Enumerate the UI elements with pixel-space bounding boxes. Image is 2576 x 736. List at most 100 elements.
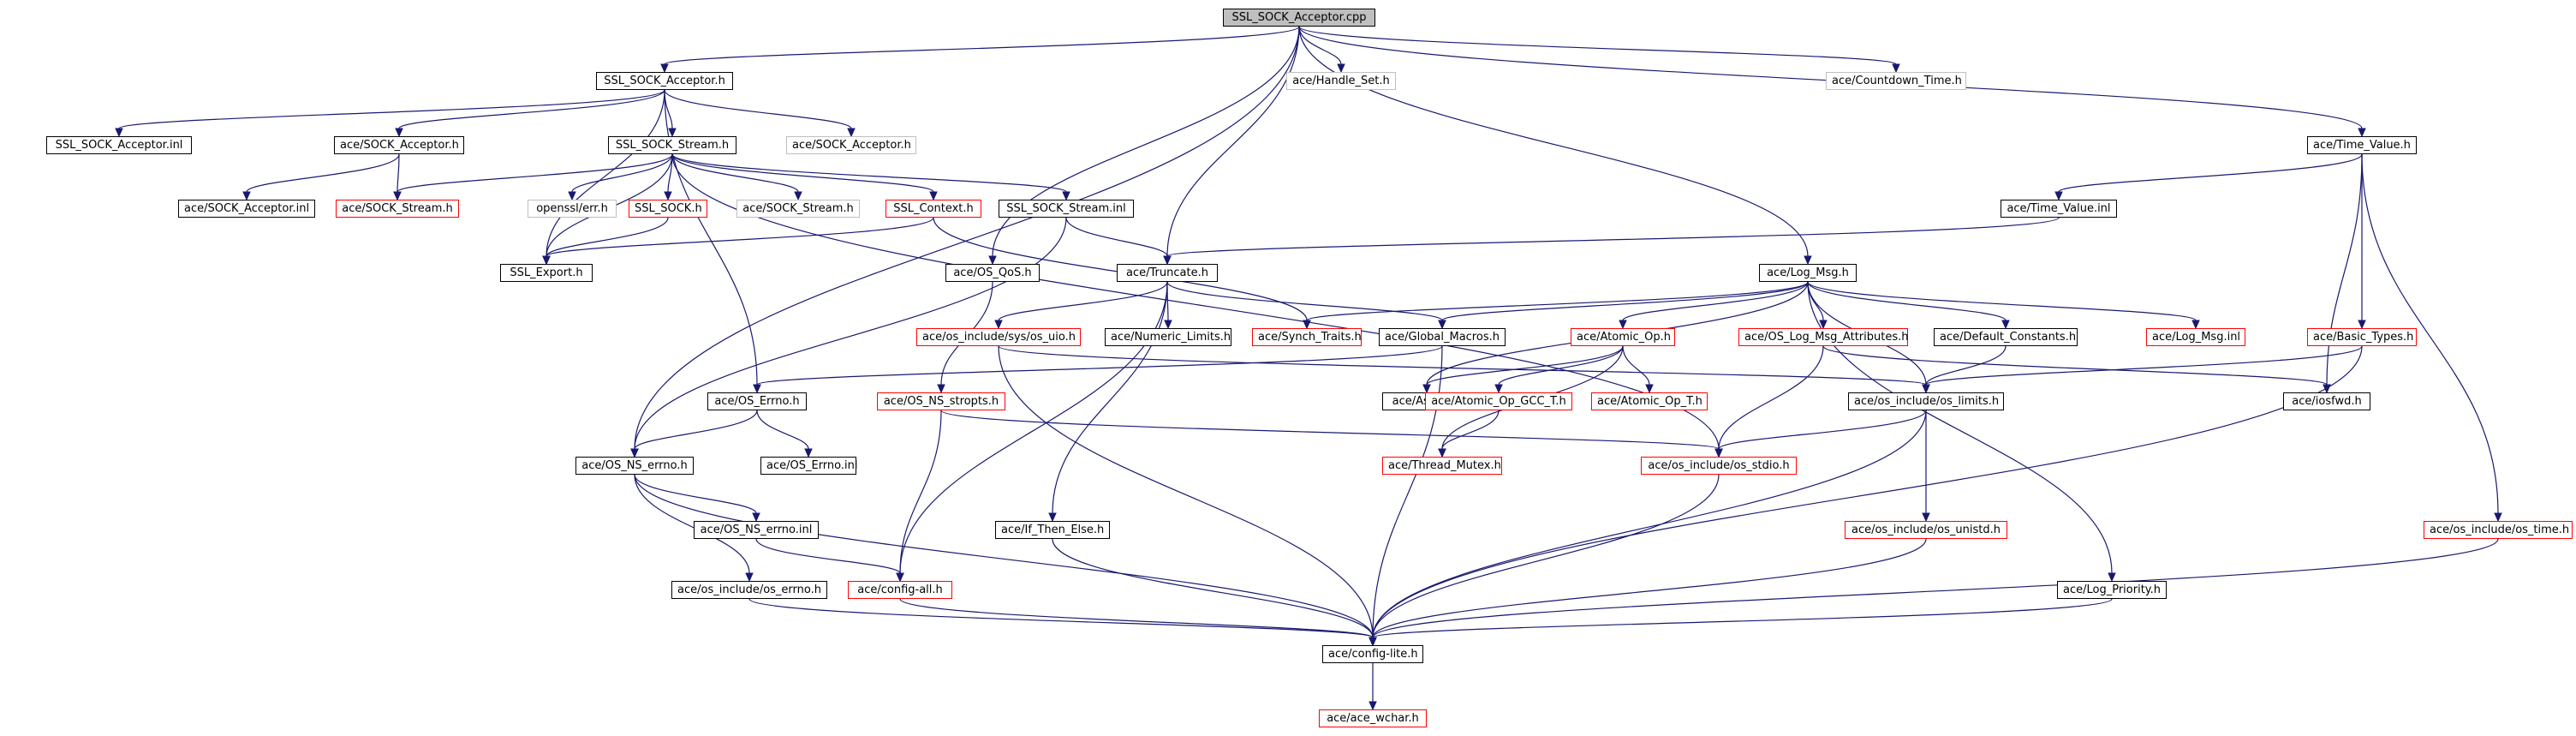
node-sock-acceptor-h[interactable]: ace/SOCK_Acceptor.h	[334, 136, 464, 154]
node-os-ns-stropts-h[interactable]: ace/OS_NS_stropts.h	[877, 392, 1005, 410]
node-os-errno-h[interactable]: ace/OS_Errno.h	[707, 392, 807, 410]
edge-atomic_op_h-to-atomic_op_gcc_t_h	[1498, 345, 1624, 386]
edge-ssl_sock_stream_inl-to-truncate_h	[1065, 217, 1168, 257]
edge-log_msg_h-to-global_macros_h	[1441, 281, 1809, 321]
edge-ssl_sock_acceptor_cpp-to-ssl_sock_acceptor_h	[664, 26, 1300, 65]
edge-arrowhead	[2358, 128, 2366, 138]
edge-ssl_context_h-to-ssl_export_h	[546, 217, 934, 257]
edge-os_ns_stropts_h-to-os_stdio_h	[940, 410, 1720, 450]
node-ssl-sock-acceptor-inl[interactable]: SSL_SOCK_Acceptor.inl	[46, 136, 192, 154]
edge-sys_os_uio_h-to-os_limits_h	[998, 345, 1927, 386]
node-truncate-h[interactable]: ace/Truncate.h	[1117, 264, 1218, 282]
edge-arrowhead	[804, 448, 813, 458]
edge-arrowhead	[1714, 448, 1723, 458]
edge-ssl_sock_stream_h-to-ssl_context_h	[671, 153, 934, 193]
node-countdown-time-h: ace/Countdown_Time.h	[1826, 72, 1966, 90]
node-ssl-sock-stream-h[interactable]: SSL_SOCK_Stream.h	[608, 136, 736, 154]
node-sys-os-uio-h[interactable]: ace/os_include/sys/os_uio.h	[916, 328, 1081, 346]
edge-arrowhead	[745, 572, 754, 583]
node-os-ns-errno-h[interactable]: ace/OS_NS_errno.h	[575, 457, 694, 475]
edge-arrowhead	[542, 255, 551, 266]
edge-truncate_h-to-global_macros_h	[1166, 281, 1443, 321]
edge-arrowhead	[1368, 701, 1377, 711]
node-atomic-op-gcc-t-h[interactable]: ace/Atomic_Op_GCC_T.h	[1425, 392, 1572, 410]
node-os-time-h[interactable]: ace/os_include/os_time.h	[2424, 521, 2573, 539]
node-ssl-export-h[interactable]: SSL_Export.h	[500, 264, 593, 282]
node-os-ns-errno-inl[interactable]: ace/OS_NS_errno.inl	[694, 521, 819, 539]
node-ssl-context-h[interactable]: SSL_Context.h	[886, 200, 981, 218]
edge-log_msg_h-to-synch_traits_h	[1306, 281, 1809, 321]
edge-os_ns_errno_h-to-os_ns_errno_inl	[634, 474, 757, 514]
edge-sock_acceptor_h-to-sock_acceptor_inl	[246, 153, 400, 193]
node-time-value-h[interactable]: ace/Time_Value.h	[2307, 136, 2417, 154]
node-ssl-sock-acceptor-h[interactable]: SSL_SOCK_Acceptor.h	[596, 72, 733, 90]
edge-log_msg_h-to-log_msg_inl	[1807, 281, 2197, 321]
node-log-priority-h[interactable]: ace/Log_Priority.h	[2057, 581, 2167, 599]
edge-os_log_msg_attributes_h-to-os_stdio_h	[1718, 345, 1824, 450]
edge-truncate_h-to-sys_os_uio_h	[998, 281, 1168, 321]
node-global-macros-h[interactable]: ace/Global_Macros.h	[1379, 328, 1506, 346]
node-config-lite-h[interactable]: ace/config-lite.h	[1322, 645, 1423, 663]
node-atomic-op-h[interactable]: ace/Atomic_Op.h	[1571, 328, 1675, 346]
node-log-msg-h[interactable]: ace/Log_Msg.h	[1759, 264, 1857, 282]
edge-arrowhead	[929, 191, 938, 201]
node-sock-acceptor-h-external: ace/SOCK_Acceptor.h	[786, 136, 916, 154]
node-time-value-inl[interactable]: ace/Time_Value.inl	[2001, 200, 2117, 218]
node-sock-stream-h[interactable]: ace/SOCK_Stream.h	[336, 200, 459, 218]
edge-ssl_sock_acceptor_cpp-to-truncate_h	[1166, 26, 1300, 257]
edge-arrowhead	[395, 128, 403, 138]
edge-arrowhead	[896, 572, 904, 583]
edge-arrowhead	[664, 191, 672, 201]
node-os-errno-inl[interactable]: ace/OS_Errno.inl	[760, 457, 857, 475]
edge-arrowhead	[2054, 191, 2063, 201]
edge-log_msg_h-to-atomic_op_h	[1622, 281, 1809, 321]
edge-ssl_sock_acceptor_h-to-ssl_sock_acceptor_inl	[118, 89, 665, 129]
edge-arrowhead	[1804, 255, 1812, 266]
edge-arrowhead	[1303, 320, 1311, 330]
edge-arrowhead	[937, 384, 945, 394]
edge-ssl_sock_acceptor_cpp-to-countdown_time_h	[1298, 26, 1897, 65]
edge-arrowhead	[2108, 572, 2116, 583]
edge-arrowhead	[1922, 512, 1930, 523]
node-ace-wchar-h[interactable]: ace/ace_wchar.h	[1319, 709, 1427, 727]
edge-atomic_op_gcc_t_h-to-thread_mutex_h	[1441, 410, 1500, 450]
node-ssl-sock-h[interactable]: SSL_SOCK.h	[629, 200, 707, 218]
node-log-msg-inl[interactable]: ace/Log_Msg.inl	[2146, 328, 2245, 346]
edge-arrowhead	[2001, 320, 2010, 330]
edge-atomic_op_h-to-assert_h	[1426, 345, 1624, 386]
node-handle-set-h: ace/Handle_Set.h	[1286, 72, 1396, 90]
edge-ssl_sock_h-to-ssl_export_h	[546, 217, 669, 257]
node-os-stdio-h[interactable]: ace/os_include/os_stdio.h	[1641, 457, 1797, 475]
node-os-include-os-errno-h[interactable]: ace/os_include/os_errno.h	[671, 581, 827, 599]
edge-arrowhead	[393, 191, 402, 201]
edge-arrowhead	[660, 63, 669, 74]
edge-time_value_h-to-os_time_h	[2361, 153, 2499, 514]
node-atomic-op-t-h[interactable]: ace/Atomic_Op_T.h	[1591, 392, 1708, 410]
node-basic-types-h[interactable]: ace/Basic_Types.h	[2307, 328, 2417, 346]
node-default-constants-h[interactable]: ace/Default_Constants.h	[1934, 328, 2078, 346]
edge-arrowhead	[753, 384, 761, 394]
node-synch-traits-h[interactable]: ace/Synch_Traits.h	[1252, 328, 1362, 346]
node-iosfwd-h[interactable]: ace/iosfwd.h	[2283, 392, 2370, 410]
node-os-unistd-h[interactable]: ace/os_include/os_unistd.h	[1845, 521, 2007, 539]
node-config-all-h[interactable]: ace/config-all.h	[848, 581, 952, 599]
node-sock-acceptor-inl[interactable]: ace/SOCK_Acceptor.inl	[178, 200, 315, 218]
node-thread-mutex-h[interactable]: ace/Thread_Mutex.h	[1382, 457, 1502, 475]
edge-ssl_sock_stream_h-to-sock_stream_h_grey	[671, 153, 799, 193]
edge-arrowhead	[1819, 320, 1828, 330]
edge-arrowhead	[630, 448, 639, 458]
node-os-qos-h[interactable]: ace/OS_QoS.h	[945, 264, 1040, 282]
edge-global_macros_h-to-config_lite_h	[1372, 345, 1443, 638]
node-ssl-sock-stream-inl[interactable]: SSL_SOCK_Stream.inl	[999, 200, 1134, 218]
node-numeric-limits-h[interactable]: ace/Numeric_Limits.h	[1105, 328, 1231, 346]
edge-ssl_sock_stream_h-to-ssl_sock_stream_inl	[671, 153, 1067, 193]
node-if-then-else-h[interactable]: ace/If_Then_Else.h	[995, 521, 1110, 539]
edge-arrowhead	[2494, 512, 2502, 523]
edge-os_log_msg_attributes_h-to-iosfwd_h	[1822, 345, 2328, 386]
edge-basic_types_h-to-os_limits_h	[1925, 345, 2363, 386]
node-os-limits-h[interactable]: ace/os_include/os_limits.h	[1848, 392, 2004, 410]
edge-ssl_sock_acceptor_h-to-sock_acceptor_h_grey	[664, 89, 852, 129]
edge-time_value_h-to-iosfwd_h	[2326, 153, 2363, 386]
node-os-log-msg-attributes-h[interactable]: ace/OS_Log_Msg_Attributes.h	[1738, 328, 1908, 346]
edge-log_msg_h-to-default_constants_h	[1807, 281, 2007, 321]
